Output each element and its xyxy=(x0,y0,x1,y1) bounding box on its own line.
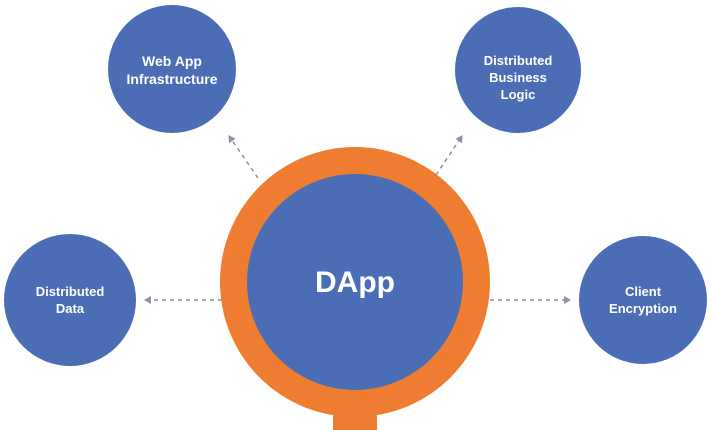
node-label-line: Web App xyxy=(142,53,202,69)
node-label-line: Distributed xyxy=(484,53,553,68)
node-circle xyxy=(455,7,581,133)
dapp-center-node: DApp xyxy=(220,147,490,430)
node-distributed-data: Distributed Data xyxy=(4,234,136,366)
arrow-to-web-app-infrastructure xyxy=(228,135,259,179)
node-circle xyxy=(579,236,707,364)
node-label-line: Encryption xyxy=(609,301,677,316)
node-label-line: Client xyxy=(625,284,662,299)
center-label: DApp xyxy=(315,266,395,299)
node-distributed-business-logic: Distributed Business Logic xyxy=(455,7,581,133)
node-circle xyxy=(4,234,136,366)
node-web-app-infrastructure: Web App Infrastructure xyxy=(108,5,236,133)
node-label-line: Infrastructure xyxy=(126,71,217,87)
node-label-line: Business xyxy=(489,70,547,85)
arrow-to-distributed-business-logic xyxy=(435,135,463,176)
node-client-encryption: Client Encryption xyxy=(579,236,707,364)
node-label-line: Data xyxy=(56,301,85,316)
node-label-line: Distributed xyxy=(36,284,105,299)
node-label-line: Logic xyxy=(501,87,536,102)
center-circle xyxy=(247,174,463,390)
node-circle xyxy=(108,5,236,133)
